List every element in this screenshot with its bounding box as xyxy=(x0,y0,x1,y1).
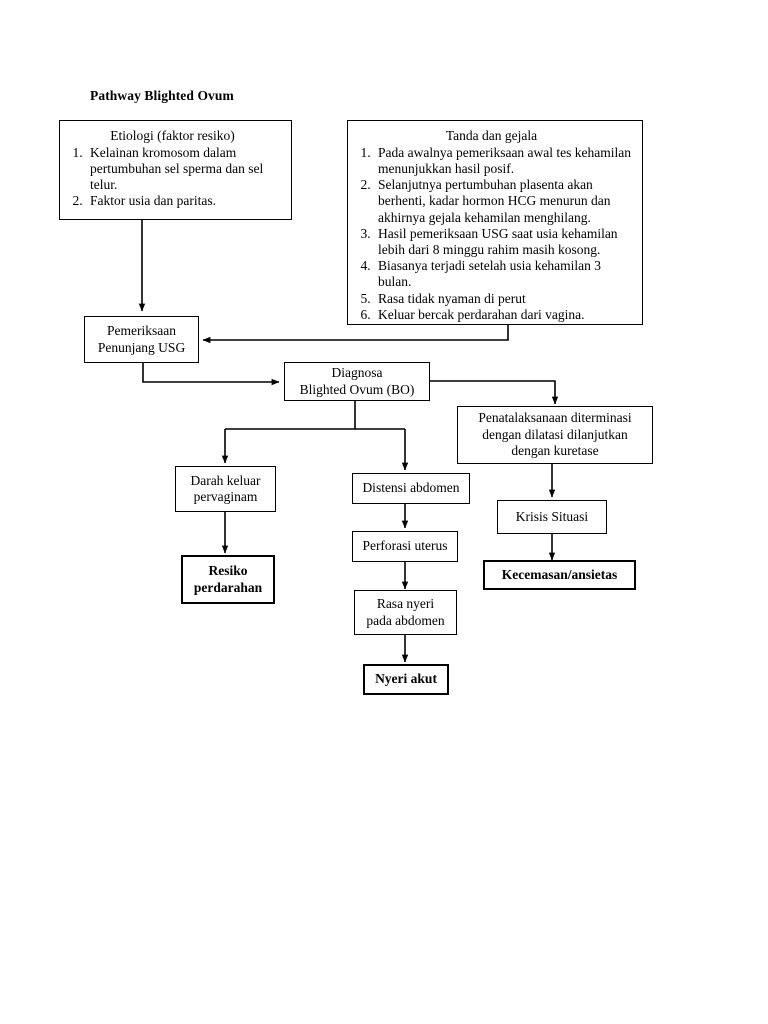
node-nyeri-akut: Nyeri akut xyxy=(363,664,449,695)
tanda-gejala-list: Pada awalnya pemeriksaan awal tes kehami… xyxy=(348,145,635,323)
list-item: Kelainan kromosom dalam pertumbuhan sel … xyxy=(86,145,285,194)
perforasi-label: Perforasi uterus xyxy=(362,538,448,554)
kecemasan-label: Kecemasan/ansietas xyxy=(501,566,618,582)
list-item: Faktor usia dan paritas. xyxy=(86,193,285,209)
krisis-situasi-label: Krisis Situasi xyxy=(515,508,589,524)
list-item: Biasanya terjadi setelah usia kehamilan … xyxy=(374,258,635,290)
node-krisis-situasi: Krisis Situasi xyxy=(497,500,607,534)
list-item: Selanjutnya pertumbuhan plasenta akan be… xyxy=(374,177,635,226)
edge-pemeriksaan-to-diagnosa xyxy=(142,363,280,386)
list-item: Rasa tidak nyaman di perut xyxy=(374,291,635,307)
edge-diagnosa-to-penatalaksanaan xyxy=(430,380,559,405)
distensi-label: Distensi abdomen xyxy=(362,480,460,496)
nyeri-akut-label: Nyeri akut xyxy=(375,671,437,687)
node-perforasi-uterus: Perforasi uterus xyxy=(352,531,458,562)
page-title: Pathway Blighted Ovum xyxy=(90,88,234,103)
tanda-gejala-heading: Tanda dan gejala xyxy=(445,128,538,143)
list-item: Pada awalnya pemeriksaan awal tes kehami… xyxy=(374,145,635,177)
etiologi-heading: Etiologi (faktor resiko) xyxy=(110,128,235,143)
node-kecemasan-ansietas: Kecemasan/ansietas xyxy=(483,560,636,590)
node-etiologi: Etiologi (faktor resiko) Kelainan kromos… xyxy=(59,120,292,220)
node-distensi-abdomen: Distensi abdomen xyxy=(352,473,470,504)
edge-tanda-to-pemeriksaan xyxy=(202,325,509,344)
list-item: Keluar bercak perdarahan dari vagina. xyxy=(374,307,635,323)
node-tanda-dan-gejala: Tanda dan gejala Pada awalnya pemeriksaa… xyxy=(347,120,643,325)
list-item: Hasil pemeriksaan USG saat usia kehamila… xyxy=(374,226,635,258)
etiologi-list: Kelainan kromosom dalam pertumbuhan sel … xyxy=(60,145,285,210)
